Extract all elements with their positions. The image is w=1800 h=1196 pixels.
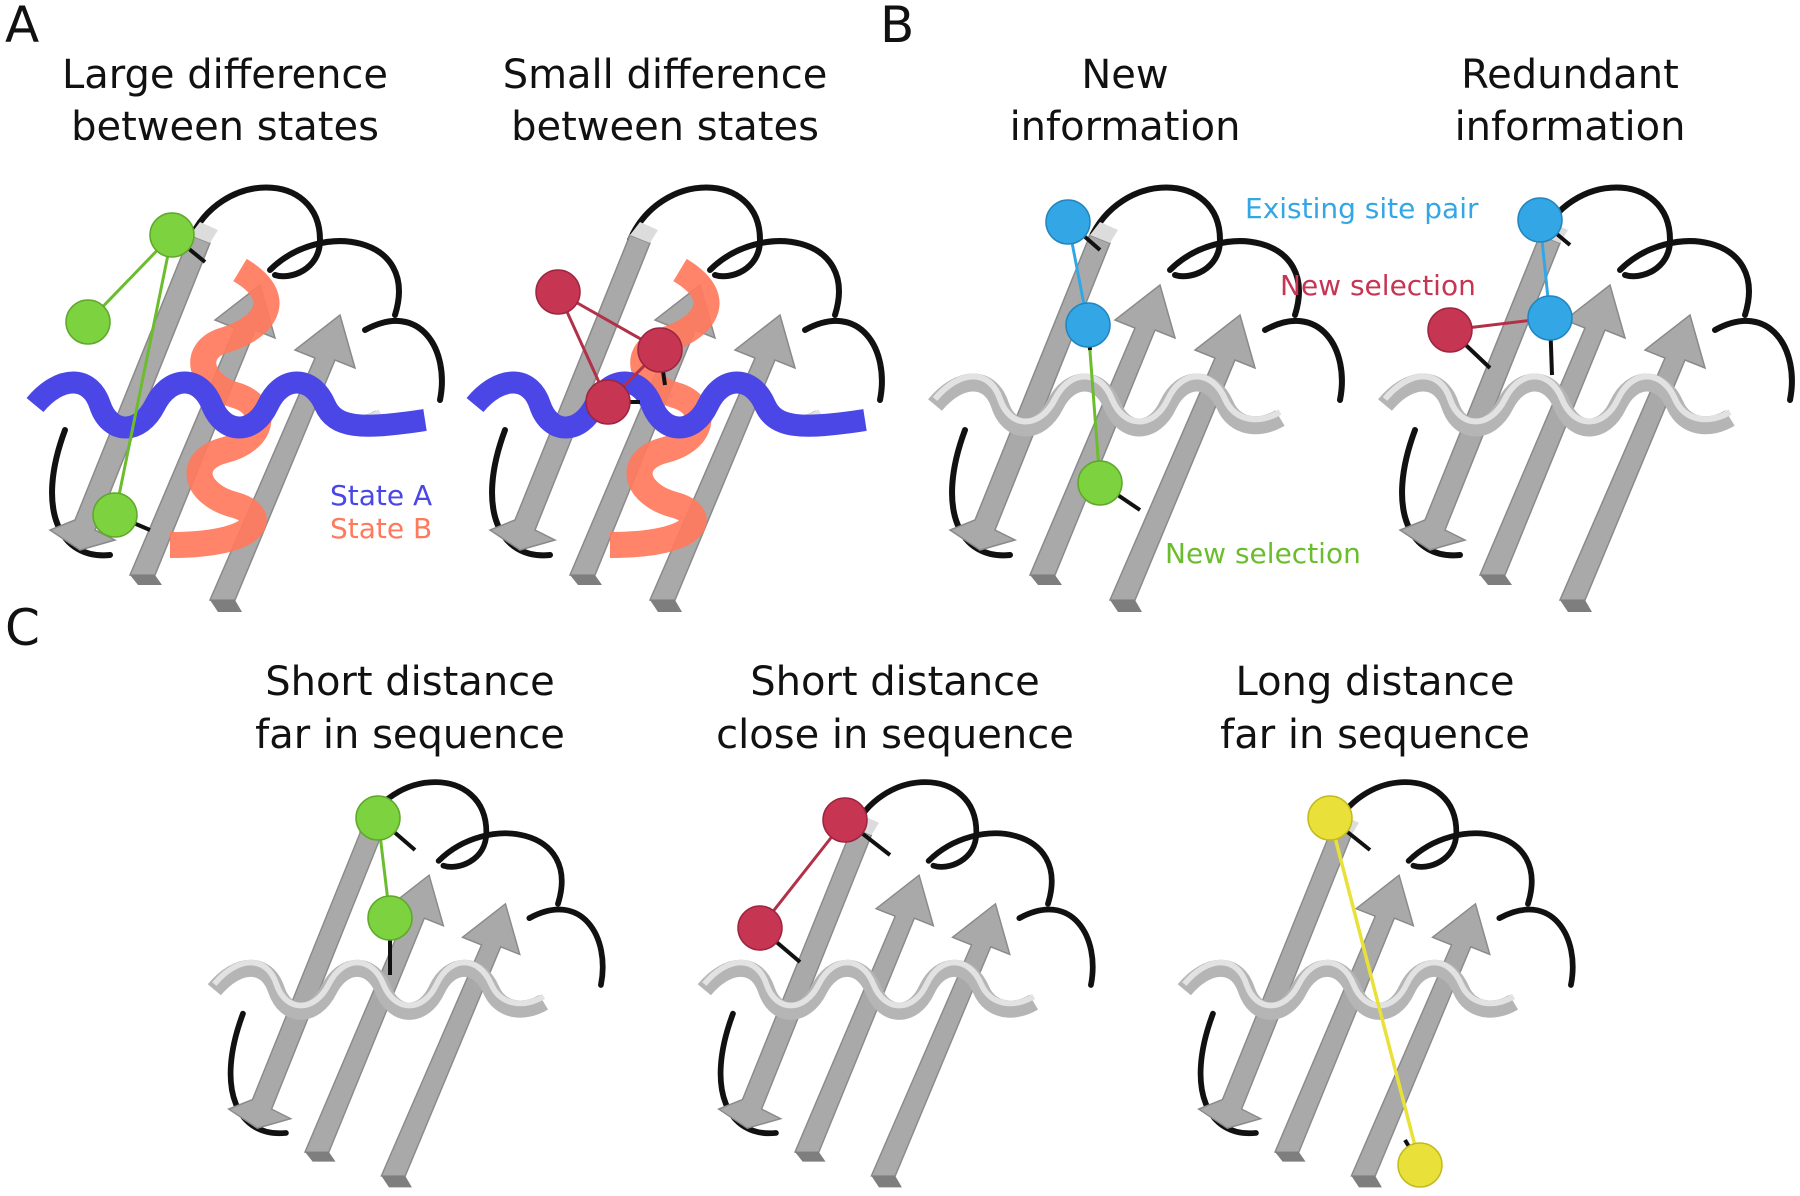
panel-a-right-title-line2: between states xyxy=(511,104,819,150)
panel-a: A Large difference between states Small … xyxy=(5,0,882,612)
panel-c-middle-title-line2: close in sequence xyxy=(716,712,1074,758)
blue-site-sphere xyxy=(1045,199,1091,245)
legend-state-a: State A xyxy=(330,479,432,512)
blue-site-sphere xyxy=(1517,197,1563,243)
red-site-sphere xyxy=(822,797,868,843)
new-selection-line xyxy=(1086,324,1102,484)
panel-b-left-title-line1: New xyxy=(1081,52,1168,98)
red-site-sphere xyxy=(1427,307,1473,353)
blue-site-sphere xyxy=(1065,302,1111,348)
green-site-sphere xyxy=(1077,460,1123,506)
panel-a-left-title-line1: Large difference xyxy=(62,52,388,98)
yellow-site-sphere xyxy=(1307,795,1353,841)
blue-site-sphere xyxy=(1527,295,1573,341)
panel-letter-b: B xyxy=(880,0,914,54)
panel-c-middle-title-line1: Short distance xyxy=(750,659,1040,705)
label-existing-site-pair: Existing site pair xyxy=(1245,192,1479,225)
state-a-helix xyxy=(466,371,867,439)
state-a-helix xyxy=(26,371,427,439)
panel-b: B New information Redundant information … xyxy=(880,0,1792,612)
protein-a-right xyxy=(475,188,882,613)
red-site-sphere xyxy=(535,269,581,315)
green-site-sphere xyxy=(65,299,111,345)
protein-c-middle xyxy=(704,782,1092,1187)
protein-b-left: New selection xyxy=(935,188,1361,613)
yellow-site-sphere xyxy=(1397,1142,1443,1188)
panel-b-right-title-line1: Redundant xyxy=(1461,52,1679,98)
green-site-sphere xyxy=(92,492,138,538)
protein-b-right: Existing site pair New selection xyxy=(1245,188,1792,613)
distance-line xyxy=(1328,817,1422,1166)
panel-letter-c: C xyxy=(5,599,40,657)
distance-line xyxy=(758,819,847,929)
panel-c-left-title-line2: far in sequence xyxy=(255,712,565,758)
protein-a-left: State A State B xyxy=(35,188,442,613)
red-site-sphere xyxy=(737,905,783,951)
panel-b-left-title-line2: information xyxy=(1010,104,1241,150)
protein-cartoon xyxy=(704,782,1092,1187)
panel-a-right-title-line1: Small difference xyxy=(503,52,828,98)
green-site-sphere xyxy=(355,795,401,841)
panel-c-right-title-line1: Long distance xyxy=(1235,659,1514,705)
label-new-selection-red: New selection xyxy=(1280,269,1476,302)
panel-b-right-title-line2: information xyxy=(1455,104,1686,150)
panel-c: C Short distance far in sequence Short d… xyxy=(5,599,1573,1187)
red-site-sphere xyxy=(585,379,631,425)
green-site-sphere xyxy=(367,895,413,941)
legend-state-b: State B xyxy=(330,512,432,545)
red-site-sphere xyxy=(637,327,683,373)
protein-c-left xyxy=(214,782,602,1187)
label-new-selection-green: New selection xyxy=(1165,537,1361,570)
protein-cartoon xyxy=(1385,188,1792,613)
panel-c-right-title-line2: far in sequence xyxy=(1220,712,1530,758)
panel-a-left-title-line2: between states xyxy=(71,104,379,150)
panel-letter-a: A xyxy=(5,0,39,54)
green-site-sphere xyxy=(149,212,195,258)
panel-c-left-title-line1: Short distance xyxy=(265,659,555,705)
protein-c-right xyxy=(1184,782,1572,1187)
protein-cartoon xyxy=(1184,782,1572,1187)
distance-line xyxy=(113,234,174,516)
